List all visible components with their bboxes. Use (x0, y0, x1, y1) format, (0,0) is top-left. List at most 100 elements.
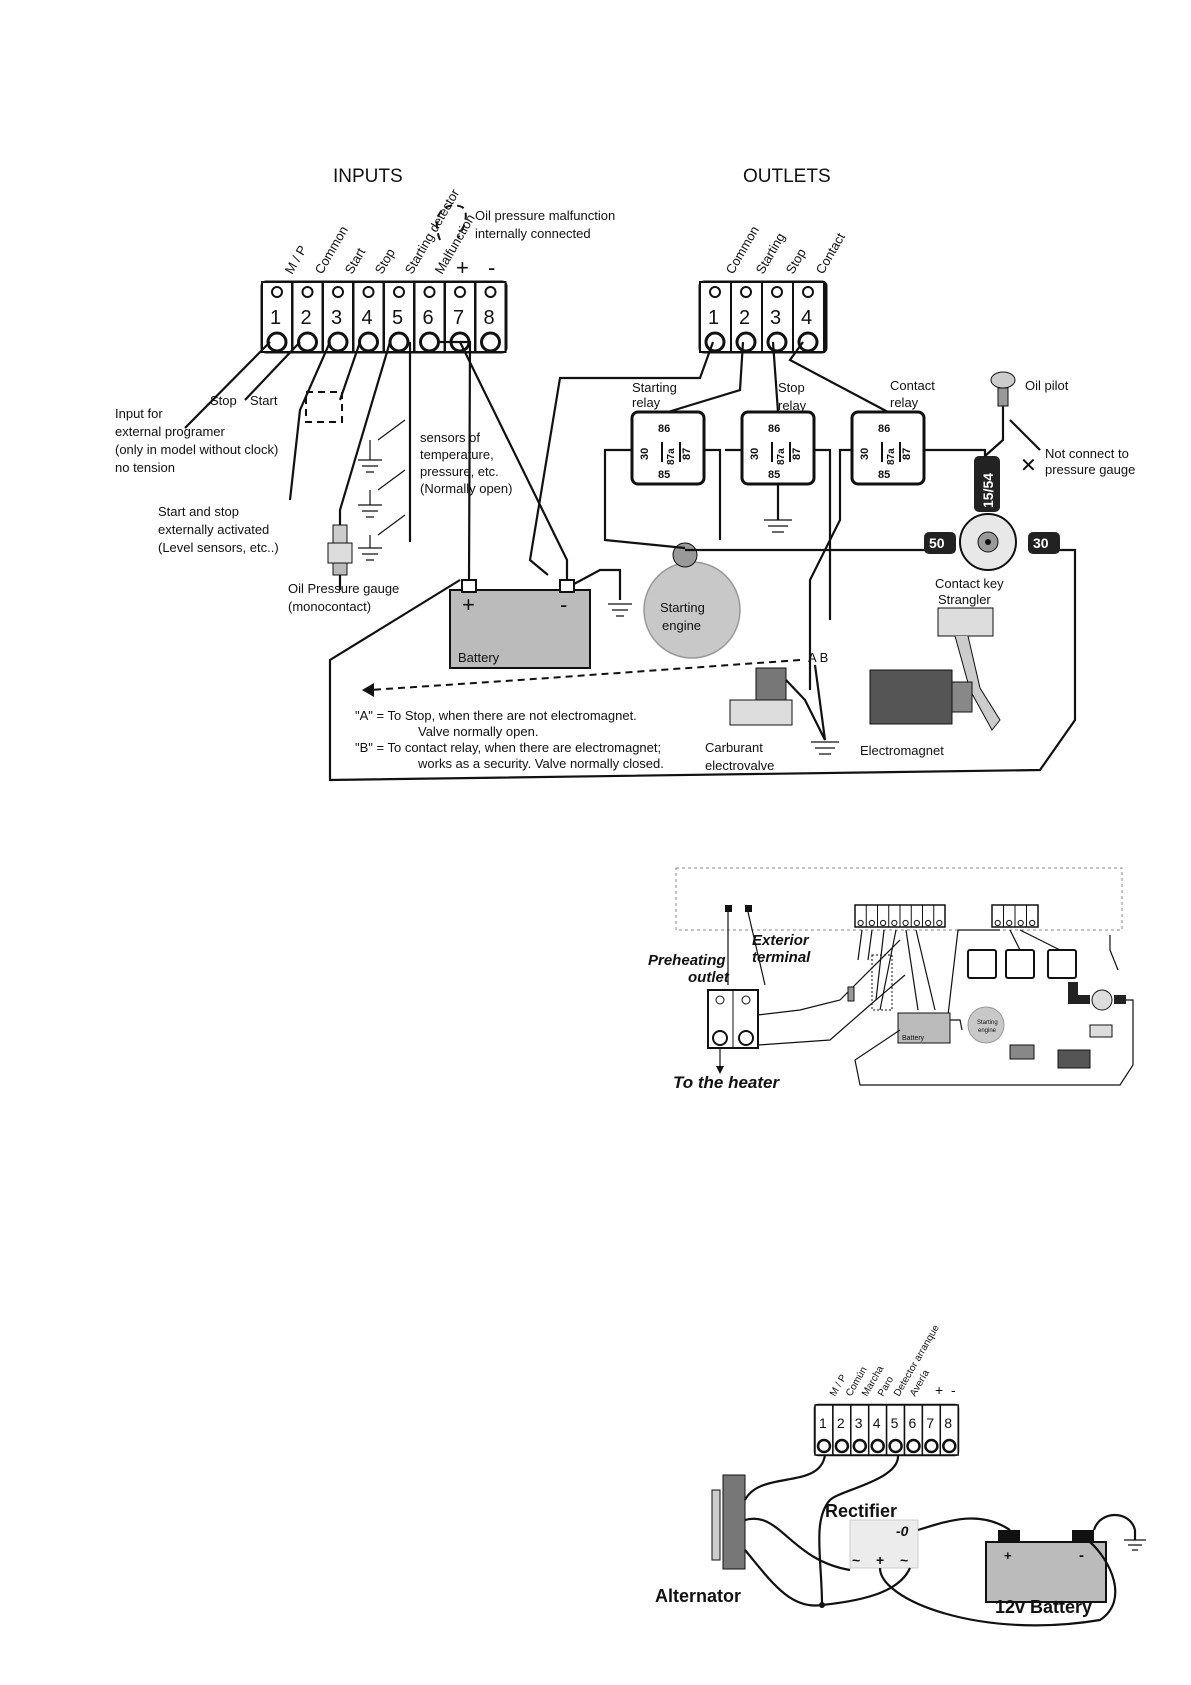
input-number: 4 (362, 307, 373, 329)
engine-1: Starting (660, 600, 705, 615)
ground-icon (1124, 1539, 1146, 1551)
contact-key-icon (959, 513, 1017, 571)
strangler-icon (937, 607, 994, 637)
pin-87: 87 (901, 448, 913, 460)
input-number: 8 (484, 307, 495, 329)
ground-icon (764, 519, 792, 533)
programer-4: no tension (115, 460, 175, 475)
d3-terminal-8: 8 (939, 1404, 959, 1456)
oil-gauge-2: (monocontact) (288, 599, 371, 614)
inputs-title: INPUTS (333, 166, 403, 187)
ext-2: externally activated (158, 522, 269, 537)
outlet-label-stop: Stop (783, 246, 809, 277)
strangler-label: Strangler (938, 592, 991, 607)
input-terminal-6: 6 (413, 281, 446, 353)
svg-text:-: - (951, 1382, 956, 1398)
pin-87a: 87a (776, 448, 787, 465)
carburant-electrovalve-icon (729, 667, 793, 726)
outlet-number: 2 (739, 307, 750, 329)
mini-battery-label: Battery (902, 1035, 925, 1042)
outlets-title: OUTLETS (743, 166, 831, 187)
svg-text:50: 50 (929, 535, 945, 551)
exterior-2: terminal (752, 949, 811, 966)
relay-pins: 86 85 30 87a 87 (859, 423, 913, 481)
stop-relay-1: Stop (778, 380, 805, 395)
input-label-start: Start (342, 245, 369, 277)
wire-programer (184, 341, 271, 429)
alternator-diagram: M / P Común Marcha Paro Detector arranqu… (655, 1323, 1146, 1627)
input-label-stop: Stop (372, 246, 398, 277)
input-terminal-3: 3 (322, 281, 354, 353)
outlet-terminal-4: 4 (792, 281, 825, 353)
pin-30: 30 (859, 448, 871, 460)
d3-number: 1 (819, 1415, 827, 1431)
to-heater: To the heater (673, 1073, 780, 1092)
arrow-icon (362, 683, 374, 697)
d3-number: 8 (944, 1415, 952, 1431)
input-terminal-5: 5 (383, 281, 415, 353)
pin-86: 86 (768, 423, 780, 435)
input-terminal-4: 4 (352, 281, 385, 353)
starting-engine-icon (643, 542, 741, 659)
input-number: 2 (301, 307, 312, 329)
preheating-terminal-icon (707, 989, 759, 1049)
sensors-2: temperature, (420, 447, 494, 462)
pin-86: 86 (658, 423, 670, 435)
pin-86: 86 (878, 423, 890, 435)
mini-engine-1: Starting (977, 1020, 998, 1026)
ext-3: (Level sensors, etc..) (158, 540, 279, 555)
input-terminal-8: 8 (474, 281, 507, 353)
svg-text:15/54: 15/54 (980, 473, 996, 508)
contact-relay-1: Contact (890, 378, 935, 393)
input-number: 5 (392, 307, 403, 329)
ground-icon (358, 490, 382, 518)
internal-connection-loop (435, 204, 467, 241)
d3-terminal-2: 2 (832, 1404, 852, 1456)
note-a-1: "A" = To Stop, when there are not electr… (355, 708, 637, 723)
pin-85: 85 (878, 469, 890, 481)
carburant-1: Carburant (705, 740, 763, 755)
d3-number: 2 (837, 1415, 845, 1431)
input-terminal-1: 1 (261, 281, 293, 353)
main-wiring-diagram: INPUTS OUTLETS Oil pressure malfunction … (115, 166, 1135, 782)
alternator-icon (711, 1474, 746, 1570)
pin-87a: 87a (886, 448, 897, 465)
input-number: 6 (423, 307, 434, 329)
battery-minus: - (560, 592, 567, 617)
switch-box (305, 391, 343, 423)
electromagnet-icon (869, 669, 973, 725)
stop-relay-2: relay (778, 398, 807, 413)
terminal-50: 50 (924, 532, 956, 554)
input-number: 7 (453, 307, 464, 329)
svg-text:-: - (1079, 1547, 1084, 1564)
d3-number: 3 (855, 1415, 863, 1431)
mini-engine-2: engine (978, 1028, 997, 1034)
mini-stop-relay (1005, 949, 1035, 979)
rectifier-out: -0 (896, 1523, 909, 1539)
electromagnet-label: Electromagnet (860, 743, 944, 758)
programer-3: (only in model without clock) (115, 442, 278, 457)
rect-pin-plus: + (876, 1552, 884, 1568)
exterior-frame (675, 867, 1123, 931)
terminal-15-54: 15/54 (974, 456, 1000, 512)
outlet-label-contact: Contact (813, 230, 849, 277)
mini-contact-relay (1047, 949, 1077, 979)
svg-text:30: 30 (1033, 535, 1049, 551)
d3-number: 5 (891, 1415, 899, 1431)
not-connect-x: ✕ (1020, 455, 1037, 477)
battery-12v-label: 12v Battery (995, 1597, 1092, 1617)
not-connect-1: Not connect to (1045, 446, 1129, 461)
input-terminal-7: 7 (444, 281, 476, 353)
d3-number: 4 (873, 1415, 881, 1431)
contact-relay-2: relay (890, 395, 919, 410)
terminal-30: 30 (1028, 532, 1060, 554)
d3-terminal-6: 6 (903, 1404, 924, 1456)
d3-number: 7 (926, 1415, 934, 1431)
rectifier-label: Rectifier (825, 1501, 897, 1521)
battery-label: Battery (458, 650, 500, 665)
stop-label: Stop (210, 393, 237, 408)
start-label: Start (250, 393, 278, 408)
preheating-diagram: Exterior terminal Preheating outlet To t… (648, 867, 1134, 1092)
